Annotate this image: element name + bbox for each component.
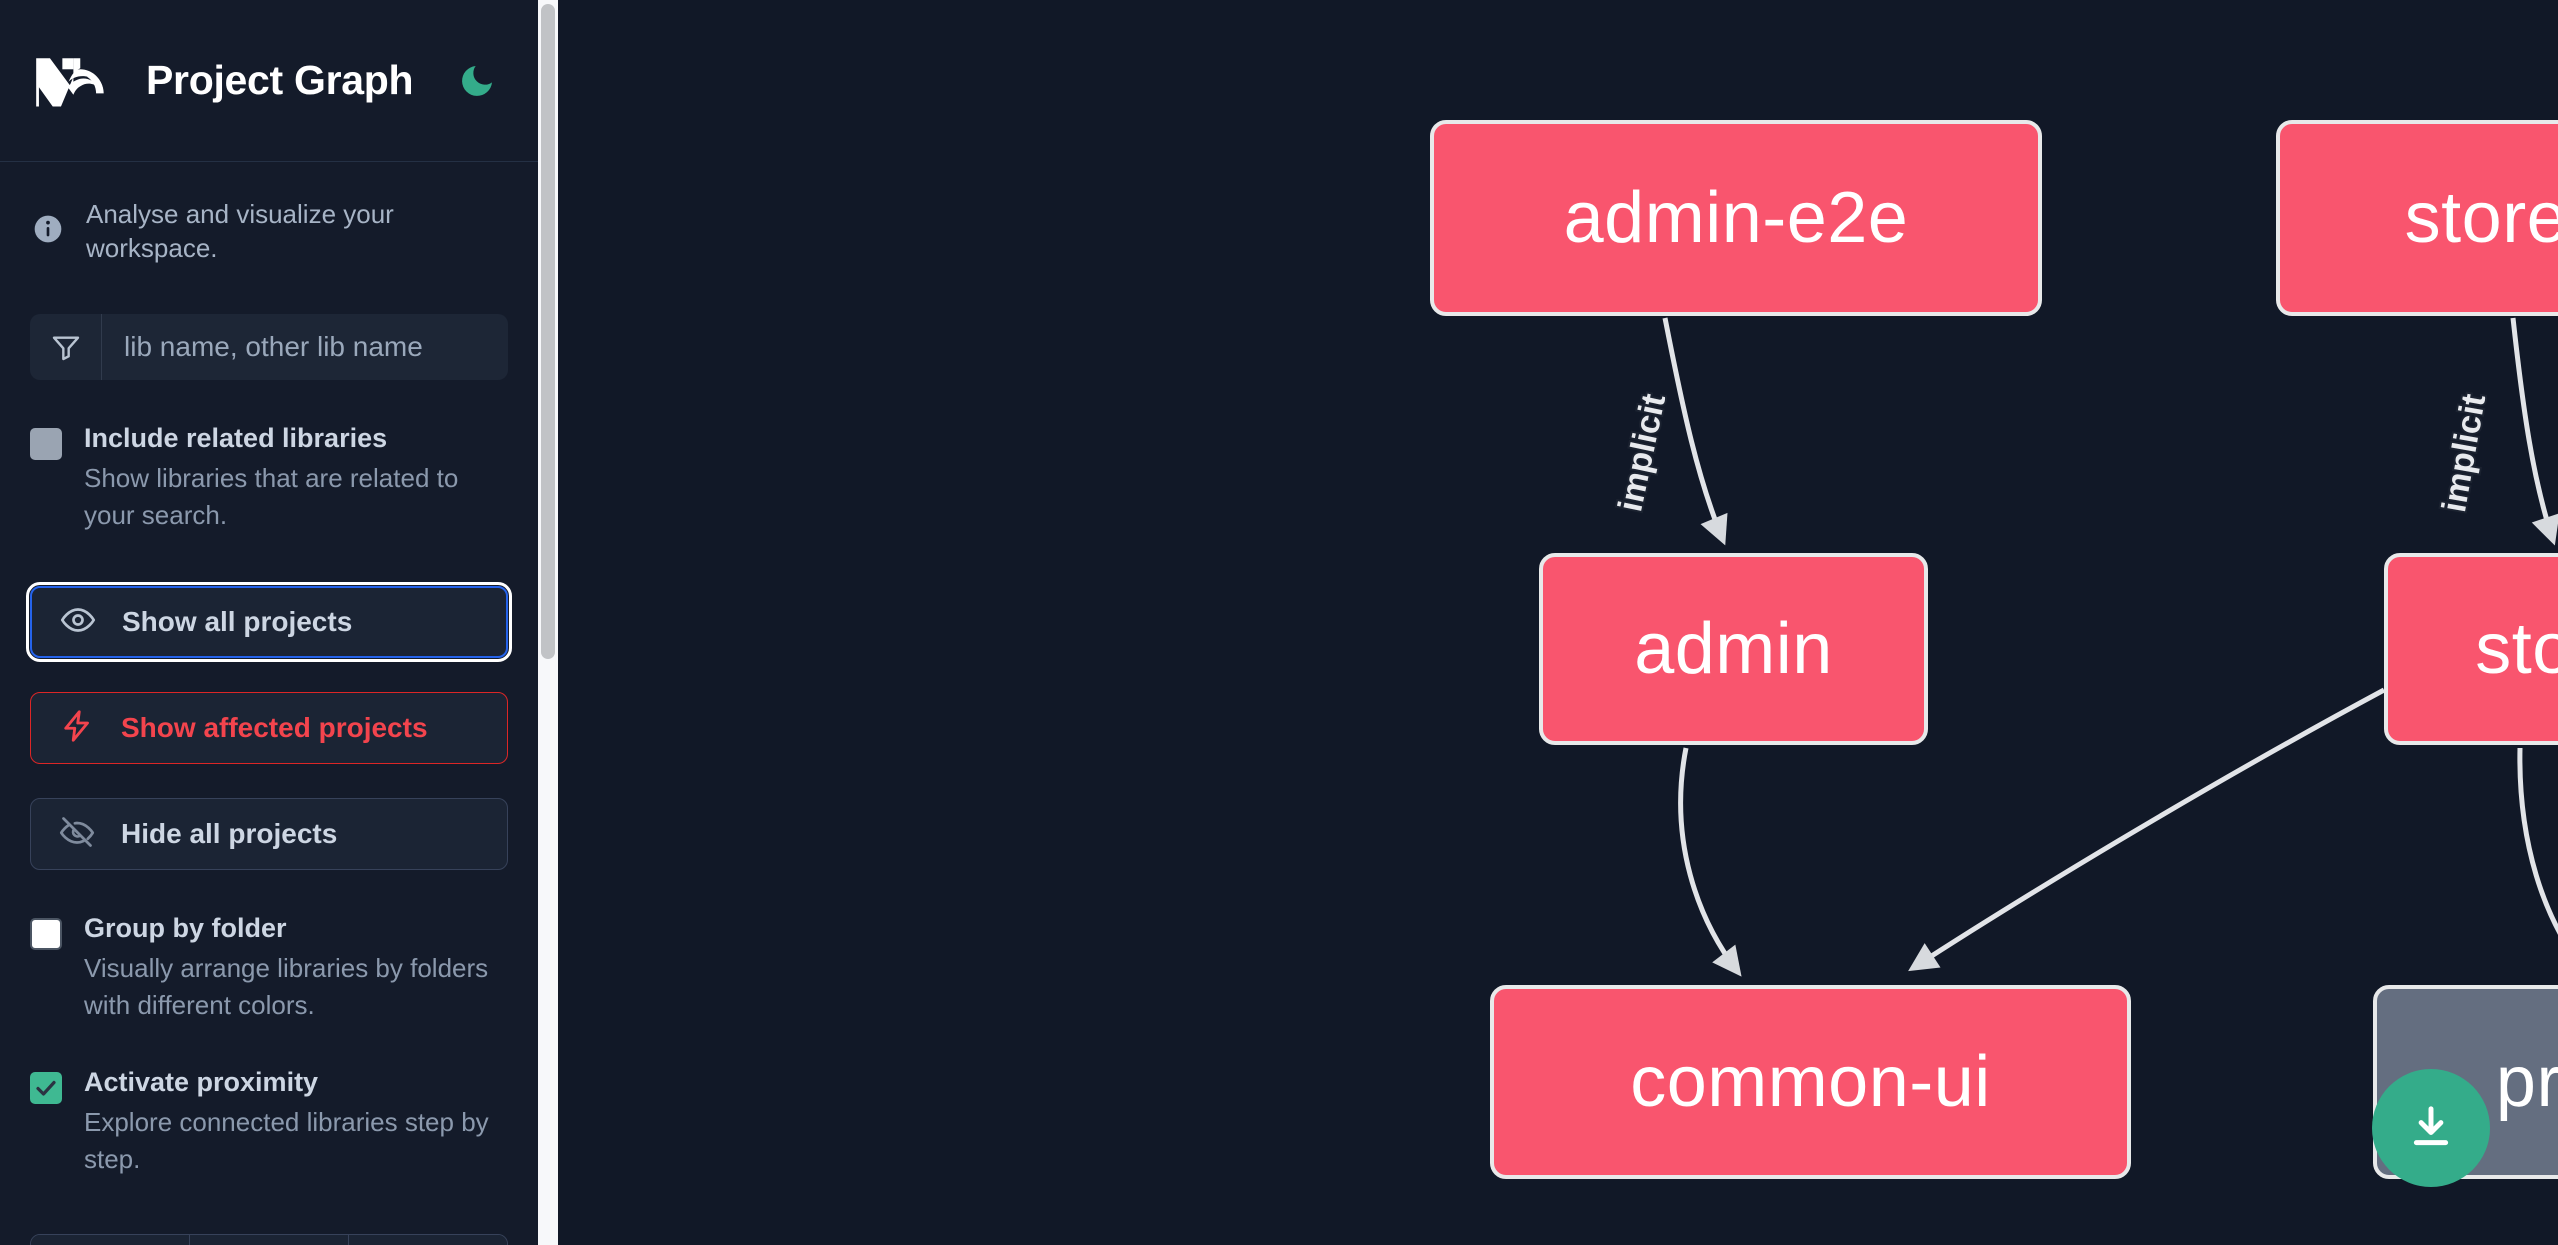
proximity-segment-3[interactable] [349, 1235, 507, 1245]
edge-admin-common-ui [1678, 747, 1742, 977]
tagline-text: Analyse and visualize your workspace. [86, 199, 394, 263]
graph-node-store[interactable]: store [2384, 553, 2558, 745]
graph-edges: implicit implicit [1609, 317, 2558, 977]
project-graph-canvas[interactable]: implicit implicit admin-e2e store-e2e ad… [558, 0, 2558, 1245]
sidebar-body: Analyse and visualize your workspace. In… [0, 162, 538, 1245]
checkbox-group-by-folder-label: Group by folder [84, 912, 287, 943]
info-icon [32, 213, 64, 250]
nx-logo-icon [30, 50, 114, 112]
checkbox-group-by-folder-box[interactable] [30, 917, 62, 950]
checkbox-include-related-libraries-box[interactable] [30, 427, 62, 460]
graph-node-common-ui[interactable]: common-ui [1490, 985, 2131, 1179]
filter-search-box[interactable] [30, 313, 508, 380]
page-title: Project Graph [146, 57, 414, 103]
proximity-segment-2[interactable] [190, 1235, 349, 1245]
projects-button-group: Show all projects Show affected projects [26, 581, 512, 870]
checkbox-activate-proximity-description: Explore connected libraries step by step… [84, 1107, 489, 1175]
sidebar-scroll-content: Project Graph Analy [0, 0, 538, 1245]
download-icon [2413, 1106, 2449, 1146]
hide-all-projects-label: Hide all projects [121, 817, 338, 849]
edge-label-implicit-admin: implicit [1611, 391, 1673, 515]
edge-label-implicit-store: implicit [2435, 391, 2493, 515]
lightning-icon [59, 708, 95, 747]
checkbox-include-related-libraries-label: Include related libraries [84, 422, 388, 453]
show-all-projects-button[interactable]: Show all projects [26, 581, 512, 662]
moon-icon[interactable] [455, 59, 499, 103]
show-all-projects-label: Show all projects [122, 605, 353, 637]
sidebar-scrollbar[interactable] [538, 0, 558, 1245]
proximity-segmented-control[interactable] [30, 1234, 508, 1245]
download-button[interactable] [2372, 1069, 2490, 1187]
checkbox-include-related-libraries[interactable]: Include related libraries Show libraries… [30, 422, 508, 534]
tagline-row: Analyse and visualize your workspace. [30, 162, 508, 266]
eye-off-icon [59, 814, 95, 853]
graph-node-store-e2e[interactable]: store-e2e [2276, 120, 2558, 316]
edge-store-common-ui [1908, 687, 2386, 972]
edge-admin-e2e-admin [1662, 317, 1728, 546]
show-affected-projects-label: Show affected projects [121, 711, 428, 743]
checkbox-include-related-libraries-description: Show libraries that are related to your … [84, 462, 459, 530]
show-affected-projects-button[interactable]: Show affected projects [30, 691, 508, 764]
eye-icon [60, 602, 96, 641]
graph-node-admin[interactable]: admin [1539, 553, 1928, 745]
proximity-segment-1[interactable] [31, 1235, 190, 1245]
filter-funnel-icon [30, 313, 102, 380]
search-input[interactable] [102, 313, 508, 380]
checkbox-group-by-folder-description: Visually arrange libraries by folders wi… [84, 953, 489, 1021]
edge-store-products [2517, 747, 2558, 935]
sidebar: Project Graph Analy [0, 0, 558, 1245]
checkmark-icon [36, 1080, 56, 1096]
checkbox-activate-proximity-box[interactable] [30, 1072, 62, 1104]
edge-store-e2e-store [2510, 317, 2558, 546]
checkbox-activate-proximity[interactable]: Activate proximity Explore connected lib… [30, 1066, 508, 1178]
checkbox-activate-proximity-label: Activate proximity [84, 1067, 319, 1097]
sidebar-header: Project Graph [0, 0, 538, 162]
sidebar-scrollbar-thumb[interactable] [541, 4, 555, 659]
graph-node-admin-e2e[interactable]: admin-e2e [1430, 120, 2042, 316]
hide-all-projects-button[interactable]: Hide all projects [30, 797, 508, 870]
checkbox-group-by-folder[interactable]: Group by folder Visually arrange librari… [30, 912, 508, 1024]
